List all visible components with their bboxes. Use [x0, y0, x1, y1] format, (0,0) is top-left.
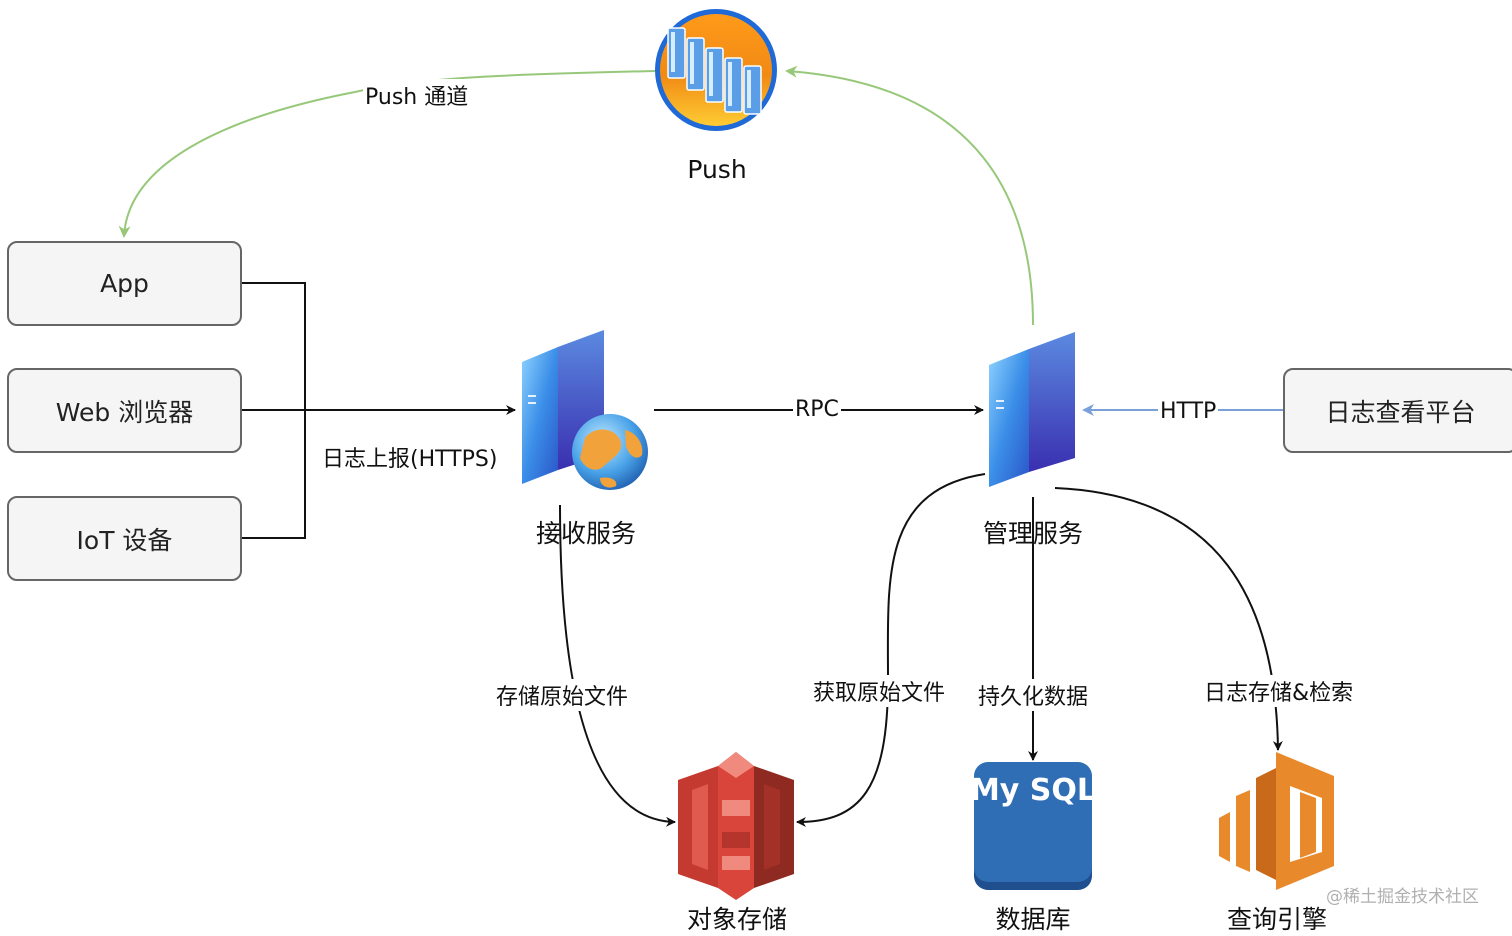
mysql-logo-text: My SQL [970, 773, 1096, 808]
log-platform-box[interactable]: 日志查看平台 [1283, 368, 1512, 453]
manage-service-label: 管理服务 [982, 519, 1084, 548]
fetch-raw-label: 获取原始文件 [811, 675, 948, 707]
receive-service-label: 接收服务 [535, 519, 637, 548]
edge-manage-to-push [785, 65, 1034, 326]
http-label: HTTP [1158, 399, 1219, 424]
object-storage-label: 对象存储 [686, 905, 788, 934]
push-label: Push [687, 155, 747, 184]
app-box[interactable]: App [7, 241, 242, 326]
object-storage-icon [678, 752, 794, 900]
query-engine-icon [1219, 752, 1334, 890]
push-server-icon [655, 9, 777, 131]
log-report-label: 日志上报(HTTPS) [322, 447, 498, 472]
edge-push-channel [118, 70, 656, 238]
manage-server-icon [989, 332, 1075, 487]
globe-icon [572, 414, 648, 490]
database-label: 数据库 [995, 905, 1071, 934]
rpc-label: RPC [793, 397, 841, 422]
web-browser-box[interactable]: Web 浏览器 [7, 368, 242, 453]
persist-label: 持久化数据 [976, 679, 1091, 711]
mysql-icon: My SQL [970, 762, 1096, 890]
edge-store-raw [559, 504, 676, 827]
iot-device-box[interactable]: IoT 设备 [7, 496, 242, 581]
edge-fetch-raw [796, 473, 986, 827]
watermark: @稀土掘金技术社区 [1326, 887, 1479, 907]
query-engine-label: 查询引擎 [1226, 905, 1328, 934]
store-raw-label: 存储原始文件 [494, 679, 631, 711]
push-channel-label: Push 通道 [363, 79, 471, 111]
log-search-label: 日志存储&检索 [1202, 675, 1356, 707]
